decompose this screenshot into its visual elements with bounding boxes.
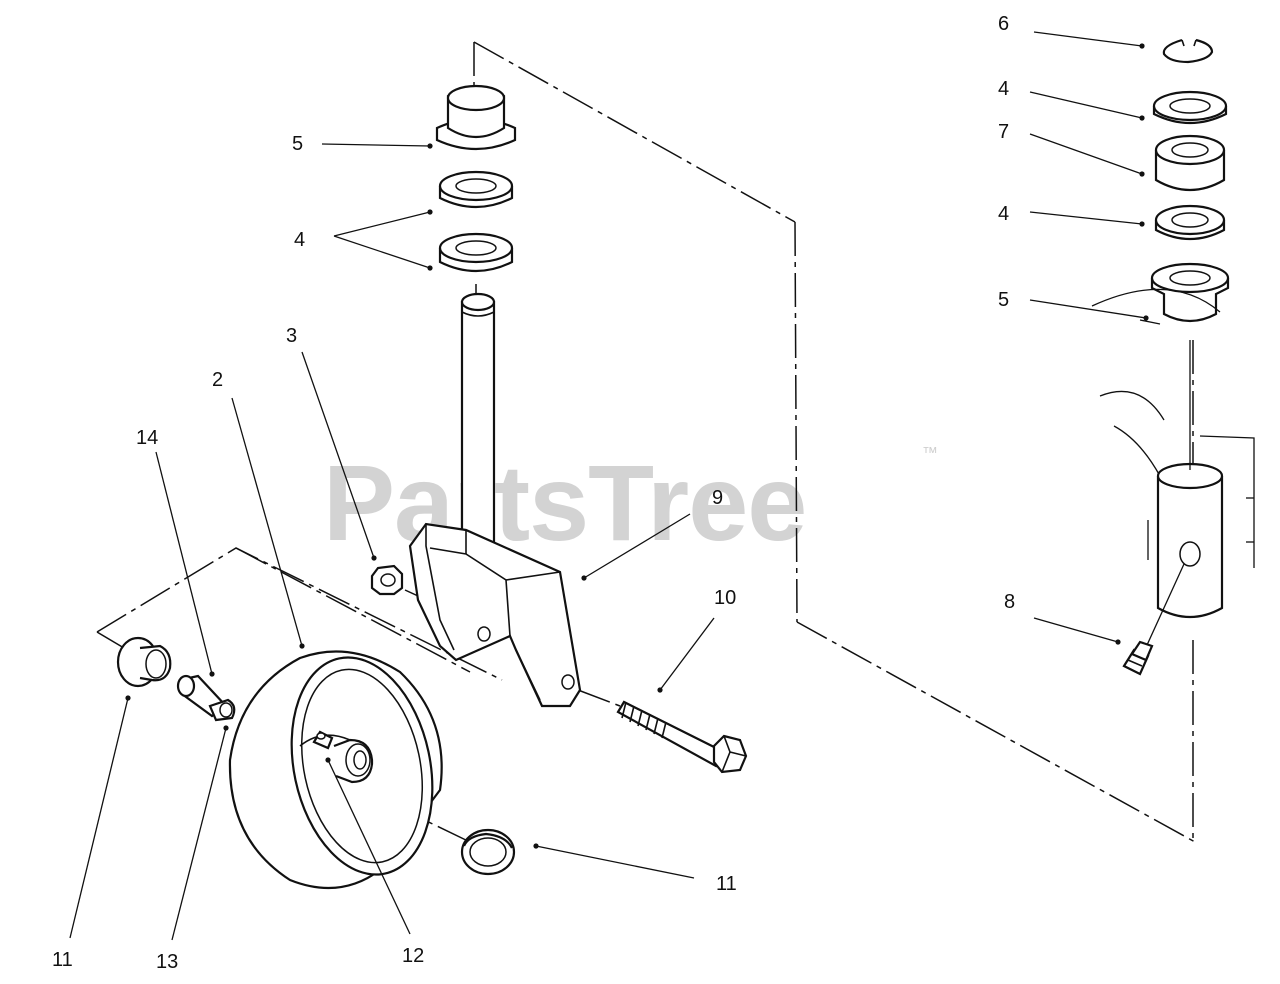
part-5-flange-bushing-right [1150, 262, 1230, 323]
callout-11-right: 11 [716, 873, 737, 895]
part-4-washer-lower-center [438, 232, 514, 272]
callout-4-lower-right: 4 [998, 203, 1009, 225]
callout-11-left: 11 [52, 949, 73, 971]
part-11-bearing-left [116, 636, 172, 688]
part-9-caster-fork [408, 292, 582, 708]
part-5-flange-bushing-center [435, 84, 517, 151]
part-11-bearing-right [460, 828, 516, 876]
watermark-text: PartsTree [323, 442, 806, 563]
part-3-lock-nut [370, 564, 404, 596]
callout-13: 13 [156, 951, 178, 973]
callout-14: 14 [136, 427, 158, 449]
part-4-washer-upper-center [438, 170, 514, 208]
callout-7: 7 [998, 121, 1009, 143]
callout-8: 8 [1004, 591, 1015, 613]
callout-10: 10 [714, 587, 736, 609]
part-8-grease-fitting-housing [1122, 563, 1185, 676]
part-4-washer-upper-right [1152, 90, 1228, 124]
part-7-spacer-right [1154, 134, 1226, 191]
callout-2: 2 [212, 369, 223, 391]
callout-3: 3 [286, 325, 297, 347]
callout-12: 12 [402, 945, 424, 967]
callout-6: 6 [998, 13, 1009, 35]
callout-9: 9 [712, 487, 723, 509]
part-2-wheel [228, 650, 443, 890]
callout-5-right: 5 [998, 289, 1009, 311]
part-14-spacer-tube [176, 674, 236, 722]
watermark-trademark: ™ [922, 445, 938, 462]
part-12-grease-fitting-wheel [312, 730, 334, 750]
pivot-housing [1091, 288, 1255, 618]
callout-5-center: 5 [292, 133, 303, 155]
part-4-washer-lower-right [1154, 204, 1226, 240]
callout-4-center: 4 [294, 229, 305, 251]
leader-lines [69, 31, 1149, 941]
callout-4-upper-right: 4 [998, 78, 1009, 100]
part-6-retaining-ring [1162, 38, 1214, 64]
part-10-axle-bolt [616, 700, 748, 774]
callout-numbers: 6 4 7 4 5 5 4 3 2 14 9 10 8 11 13 12 11 [52, 13, 1015, 973]
